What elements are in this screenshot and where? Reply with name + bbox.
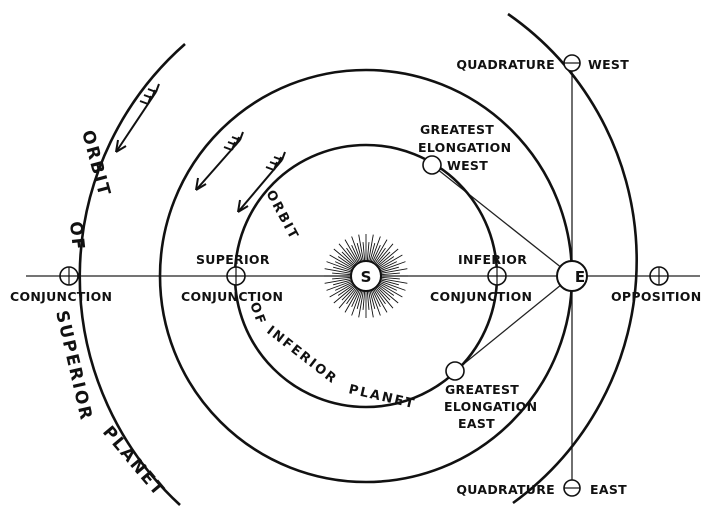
label-ge-east-1: GREATEST	[445, 382, 519, 397]
marker-inferior-conjunction	[488, 267, 506, 285]
label-inferior-conjunction: CONJUNCTION	[430, 289, 532, 304]
marker-quadrature-west	[564, 55, 580, 71]
label-superior: SUPERIOR	[196, 252, 270, 267]
label-superior-conjunction: CONJUNCTION	[181, 289, 283, 304]
label-orbit-outer-2: OF	[65, 220, 88, 252]
label-quadrature-west: QUADRATURE	[456, 57, 555, 72]
label-inferior: INFERIOR	[458, 252, 527, 267]
label-ge-west-3: WEST	[447, 158, 488, 173]
sun-label: S	[361, 268, 372, 286]
earth-label: E	[575, 268, 585, 286]
label-ge-east-3: EAST	[458, 416, 495, 431]
marker-conjunction	[60, 267, 78, 285]
marker-greatest-elongation-east	[446, 362, 464, 380]
marker-quadrature-east	[564, 480, 580, 496]
label-conjunction: CONJUNCTION	[10, 289, 112, 304]
arrow-earth-orbit	[196, 132, 243, 190]
label-ge-west-2: ELONGATION	[418, 140, 511, 155]
marker-greatest-elongation-west	[423, 156, 441, 174]
label-ge-west-1: GREATEST	[420, 122, 494, 137]
marker-superior-conjunction	[227, 267, 245, 285]
label-orbit-outer-3: SUPERIOR	[51, 309, 96, 424]
label-opposition: OPPOSITION	[611, 289, 702, 304]
label-orbit-outer-1: ORBIT	[77, 128, 114, 199]
label-orbit-inner-1: ORBIT	[262, 188, 301, 243]
label-orbit-inner-2: OF	[246, 300, 268, 328]
label-quadrature-west-dir: WEST	[588, 57, 629, 72]
label-quadrature-east-dir: EAST	[590, 482, 627, 497]
label-quadrature-east: QUADRATURE	[456, 482, 555, 497]
superior-planet-orbit	[80, 44, 185, 505]
marker-opposition	[650, 267, 668, 285]
label-orbit-outer-4: PLANET	[98, 422, 169, 501]
label-orbit-inner-3: INFERIOR	[264, 323, 341, 387]
label-ge-east-2: ELONGATION	[444, 399, 537, 414]
